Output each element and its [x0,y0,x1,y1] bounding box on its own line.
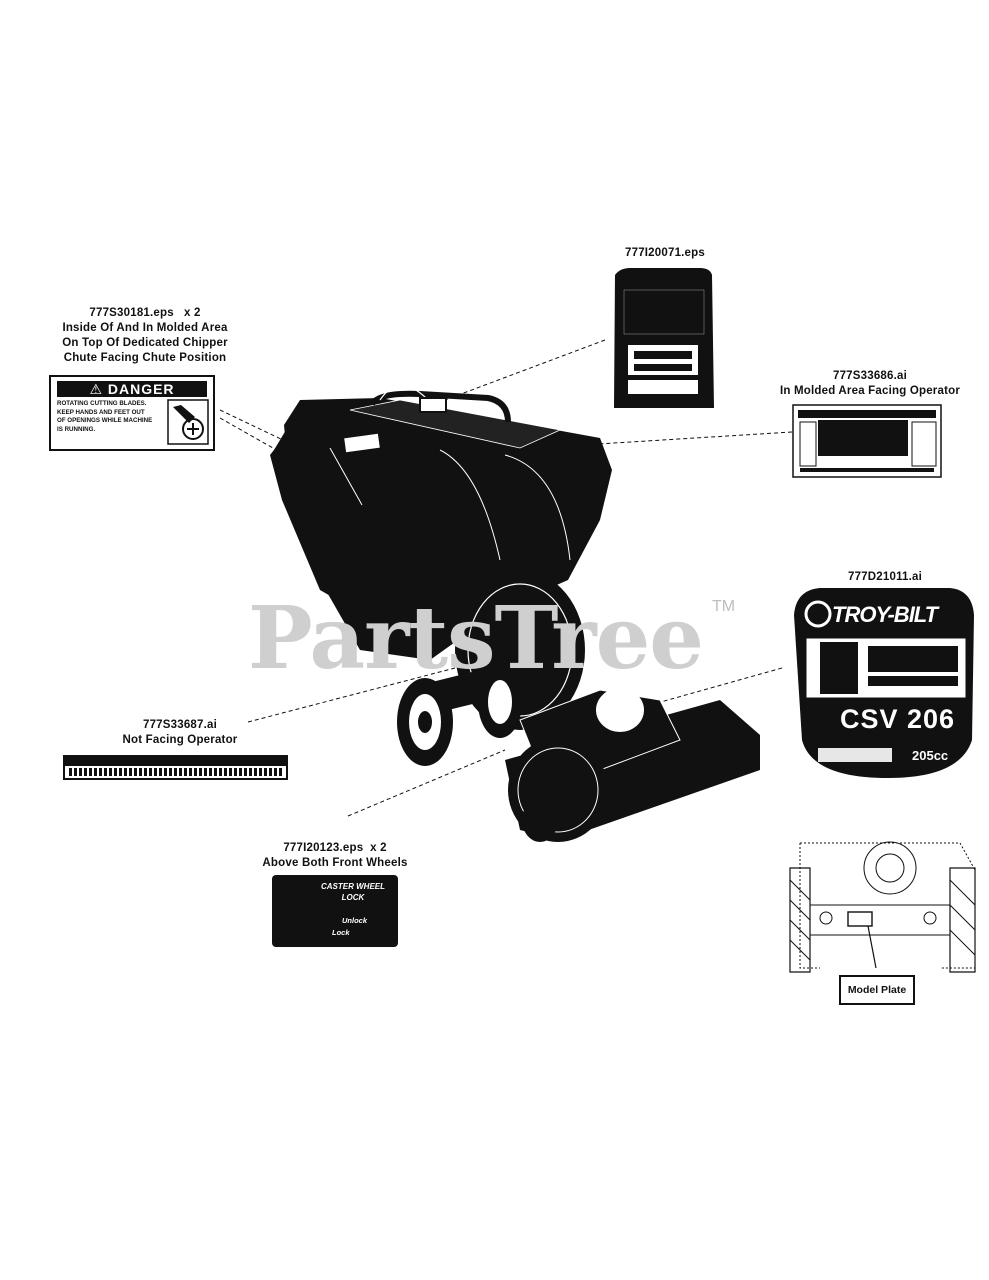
decal-caster-wheel-lock: CASTER WHEEL LOCK Unlock Lock [272,875,398,947]
callout-777I20123: 777I20123.eps x 2 Above Both Front Wheel… [250,841,420,871]
caster-title: CASTER WHEEL LOCK [308,881,398,903]
decal-troybilt: TROY-BILT CSV 206 205cc [794,588,972,778]
lock-label: Lock [332,928,350,937]
engine-displacement: 205cc [912,748,949,763]
warning-strip-text [69,768,283,776]
part-number: 777S33687.ai [142,719,218,731]
model-name: CSV 206 [840,704,956,734]
decal-warning-strip [63,755,288,780]
part-number: 777D21011.ai [847,571,923,583]
caster-title-line: CASTER WHEEL [321,882,385,891]
decal-shield [614,268,714,408]
part-number: 777S30181.eps [89,307,174,319]
danger-header: ⚠ DANGER [57,381,207,397]
decal-danger-777S30181: ⚠ DANGER ROTATING CUTTING BLADES. KEEP H… [49,375,215,451]
location: Above Both Front Wheels [262,857,408,869]
brand-logo: TROY-BILT [832,602,938,627]
location-line-2: On Top Of Dedicated Chipper [62,337,228,349]
leader-c5 [247,667,456,723]
leader-c3 [597,431,793,445]
part-number: 777S33686.ai [832,370,908,382]
warning-strip-header [65,757,286,766]
hand-blade-pictogram [167,399,209,445]
decal-danger-small [792,404,942,478]
callout-777I20071: 777I20071.eps [610,246,720,261]
danger-line: KEEP HANDS AND FEET OUT [57,408,145,416]
leader-lines [219,339,793,817]
caster-title-line: LOCK [341,893,365,902]
model-plate-detail [789,841,976,973]
leader-c6 [347,749,506,817]
leader-c1b [219,417,281,453]
chipper-vac-machine [270,384,760,842]
danger-line: ROTATING CUTTING BLADES. [57,400,147,407]
model-plate-label: Model Plate [839,975,915,1005]
location-line-3: Chute Facing Chute Position [63,352,227,364]
quantity: x 2 [184,307,201,319]
danger-line: OF OPENINGS WHILE MACHINE [57,417,153,424]
decal-troybilt-shape [794,588,974,778]
quantity: x 2 [370,842,387,854]
location: Not Facing Operator [122,734,238,746]
callout-777S33687: 777S33687.ai Not Facing Operator [100,718,260,748]
part-number: 777I20071.eps [625,247,705,259]
location: In Molded Area Facing Operator [779,385,961,397]
danger-line: IS RUNNING. [57,425,96,433]
watermark: PartsTree [248,588,704,689]
part-number: 777I20123.eps [283,842,364,854]
unlock-label: Unlock [342,916,368,925]
callout-777D21011: 777D21011.ai [830,570,940,585]
watermark-tm: TM [712,598,736,615]
danger-text: ROTATING CUTTING BLADES. KEEP HANDS AND … [57,400,161,434]
callout-777S33686: 777S33686.ai In Molded Area Facing Opera… [770,369,970,399]
location-line-1: Inside Of And In Molded Area [62,322,228,334]
leader-c4 [649,667,783,706]
callout-777S30181: 777S30181.eps x 2 Inside Of And In Molde… [60,306,230,366]
leader-c1a [219,409,284,441]
leader-c2 [444,339,606,401]
